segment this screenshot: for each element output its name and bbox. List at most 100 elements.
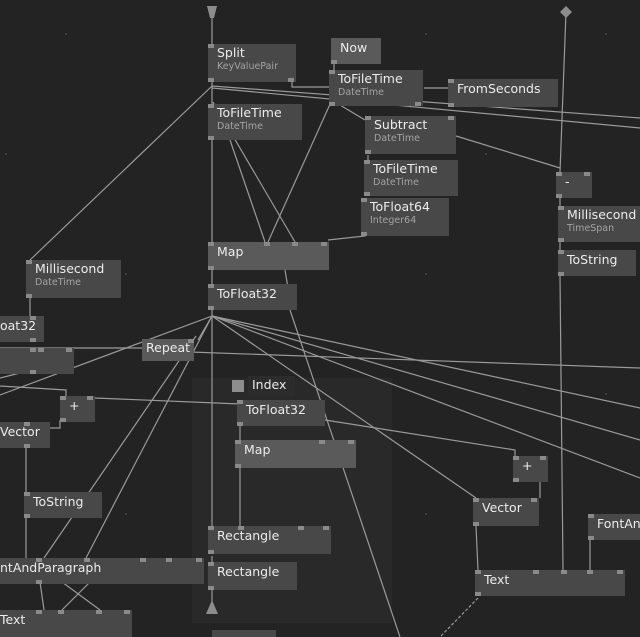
node-pin[interactable] bbox=[30, 348, 36, 352]
node-pin[interactable] bbox=[361, 232, 367, 236]
node-pin[interactable] bbox=[361, 198, 367, 202]
node-pin[interactable] bbox=[235, 440, 241, 444]
node-pin[interactable] bbox=[448, 79, 454, 83]
tofiletime-node-2[interactable]: ToFileTime DateTime bbox=[208, 104, 302, 140]
node-pin[interactable] bbox=[321, 242, 327, 246]
node-pin[interactable] bbox=[448, 116, 454, 120]
node-pin[interactable] bbox=[208, 306, 214, 310]
node-pin[interactable] bbox=[38, 348, 44, 352]
millisecond-datetime-node[interactable]: Millisecond DateTime bbox=[26, 260, 121, 298]
index-pin-box[interactable] bbox=[232, 380, 244, 392]
node-pin[interactable] bbox=[415, 102, 421, 106]
node-pin[interactable] bbox=[58, 610, 64, 614]
node-pin[interactable] bbox=[513, 478, 519, 482]
map-node[interactable]: Map bbox=[208, 242, 329, 270]
now-node[interactable]: Now bbox=[331, 38, 381, 64]
node-pin[interactable] bbox=[24, 422, 30, 426]
node-pin[interactable] bbox=[208, 284, 214, 288]
node-pin[interactable] bbox=[264, 242, 270, 246]
node-pin[interactable] bbox=[473, 498, 479, 502]
node-pin[interactable] bbox=[588, 514, 594, 518]
node-pin[interactable] bbox=[96, 610, 102, 614]
node-pin[interactable] bbox=[475, 570, 481, 574]
split-node[interactable]: Split KeyValuePair bbox=[208, 44, 296, 82]
node-pin[interactable] bbox=[584, 172, 590, 176]
node-pin[interactable] bbox=[533, 570, 539, 574]
node-pin[interactable] bbox=[208, 550, 214, 554]
node-pin[interactable] bbox=[30, 370, 36, 374]
rectangle-node[interactable]: Rectangle bbox=[208, 526, 331, 554]
node-pin[interactable] bbox=[196, 558, 202, 562]
node-pin[interactable] bbox=[561, 570, 567, 574]
node-pin[interactable] bbox=[237, 400, 243, 404]
plus-node-left[interactable]: + bbox=[60, 396, 95, 422]
node-pin[interactable] bbox=[292, 242, 298, 246]
node-pin[interactable] bbox=[473, 522, 479, 526]
node-pin[interactable] bbox=[365, 150, 371, 154]
node-pin[interactable] bbox=[208, 266, 214, 270]
node-pin[interactable] bbox=[208, 586, 214, 590]
tofloat32-node[interactable]: ToFloat32 bbox=[208, 284, 297, 310]
node-pin[interactable] bbox=[323, 526, 329, 530]
node-pin[interactable] bbox=[448, 103, 454, 107]
node-pin[interactable] bbox=[588, 536, 594, 540]
node-pin[interactable] bbox=[329, 70, 335, 74]
minus-node[interactable]: - bbox=[556, 172, 592, 198]
node-pin[interactable] bbox=[364, 192, 370, 196]
tofiletime-node[interactable]: ToFileTime DateTime bbox=[329, 70, 423, 106]
partial-node-bottom[interactable] bbox=[212, 630, 276, 637]
node-pin[interactable] bbox=[556, 172, 562, 176]
fontandparagraph-node-left[interactable]: ntAndParagraph bbox=[0, 558, 204, 584]
node-pin[interactable] bbox=[26, 294, 32, 298]
node-pin[interactable] bbox=[513, 456, 519, 460]
node-pin[interactable] bbox=[30, 316, 36, 320]
node-pin[interactable] bbox=[558, 206, 564, 210]
node-pin[interactable] bbox=[60, 418, 66, 422]
node-pin[interactable] bbox=[558, 272, 564, 276]
tofiletime-node-3[interactable]: ToFileTime DateTime bbox=[364, 160, 458, 196]
node-pin[interactable] bbox=[587, 570, 593, 574]
repeat-node[interactable]: Repeat bbox=[142, 339, 194, 361]
node-pin[interactable] bbox=[331, 60, 337, 64]
node-pin[interactable] bbox=[237, 422, 243, 426]
unlabeled-node[interactable] bbox=[0, 348, 74, 374]
subtract-node[interactable]: Subtract DateTime bbox=[365, 116, 456, 154]
node-pin[interactable] bbox=[87, 396, 93, 400]
node-pin[interactable] bbox=[188, 339, 194, 343]
fontandparagraph-node-right[interactable]: FontAn bbox=[588, 514, 640, 540]
node-pin[interactable] bbox=[238, 526, 244, 530]
node-pin[interactable] bbox=[24, 514, 30, 518]
node-pin[interactable] bbox=[540, 456, 546, 460]
vector-node-left[interactable]: Vector bbox=[0, 422, 50, 448]
node-pin[interactable] bbox=[558, 250, 564, 254]
node-pin[interactable] bbox=[329, 102, 335, 106]
node-pin[interactable] bbox=[364, 160, 370, 164]
node-pin[interactable] bbox=[558, 238, 564, 242]
node-pin[interactable] bbox=[84, 558, 90, 562]
node-pin[interactable] bbox=[208, 526, 214, 530]
node-pin[interactable] bbox=[24, 444, 30, 448]
tofloat32-node-2[interactable]: ToFloat32 bbox=[237, 400, 325, 426]
node-pin[interactable] bbox=[36, 558, 42, 562]
node-pin[interactable] bbox=[60, 396, 66, 400]
node-pin[interactable] bbox=[208, 78, 214, 82]
plus-node-right[interactable]: + bbox=[513, 456, 548, 482]
node-pin[interactable] bbox=[475, 592, 481, 596]
tofloat32-node-left[interactable]: oat32 bbox=[0, 316, 44, 342]
text-node-left[interactable]: Text bbox=[0, 610, 132, 637]
node-pin[interactable] bbox=[365, 116, 371, 120]
fromseconds-node[interactable]: FromSeconds bbox=[448, 79, 558, 107]
node-pin[interactable] bbox=[617, 570, 623, 574]
node-pin[interactable] bbox=[235, 464, 241, 468]
tofloat64-node[interactable]: ToFloat64 Integer64 bbox=[361, 198, 449, 236]
millisecond-timespan-node[interactable]: Millisecond TimeSpan bbox=[558, 206, 640, 242]
tostring-node-right[interactable]: ToString bbox=[558, 250, 636, 276]
index-node[interactable]: Index bbox=[248, 376, 295, 396]
node-pin[interactable] bbox=[298, 526, 304, 530]
tostring-node-left[interactable]: ToString bbox=[24, 492, 102, 518]
node-pin[interactable] bbox=[24, 492, 30, 496]
map-node-2[interactable]: Map bbox=[235, 440, 356, 468]
node-pin[interactable] bbox=[319, 440, 325, 444]
vector-node-right[interactable]: Vector bbox=[473, 498, 539, 526]
node-pin[interactable] bbox=[140, 558, 146, 562]
